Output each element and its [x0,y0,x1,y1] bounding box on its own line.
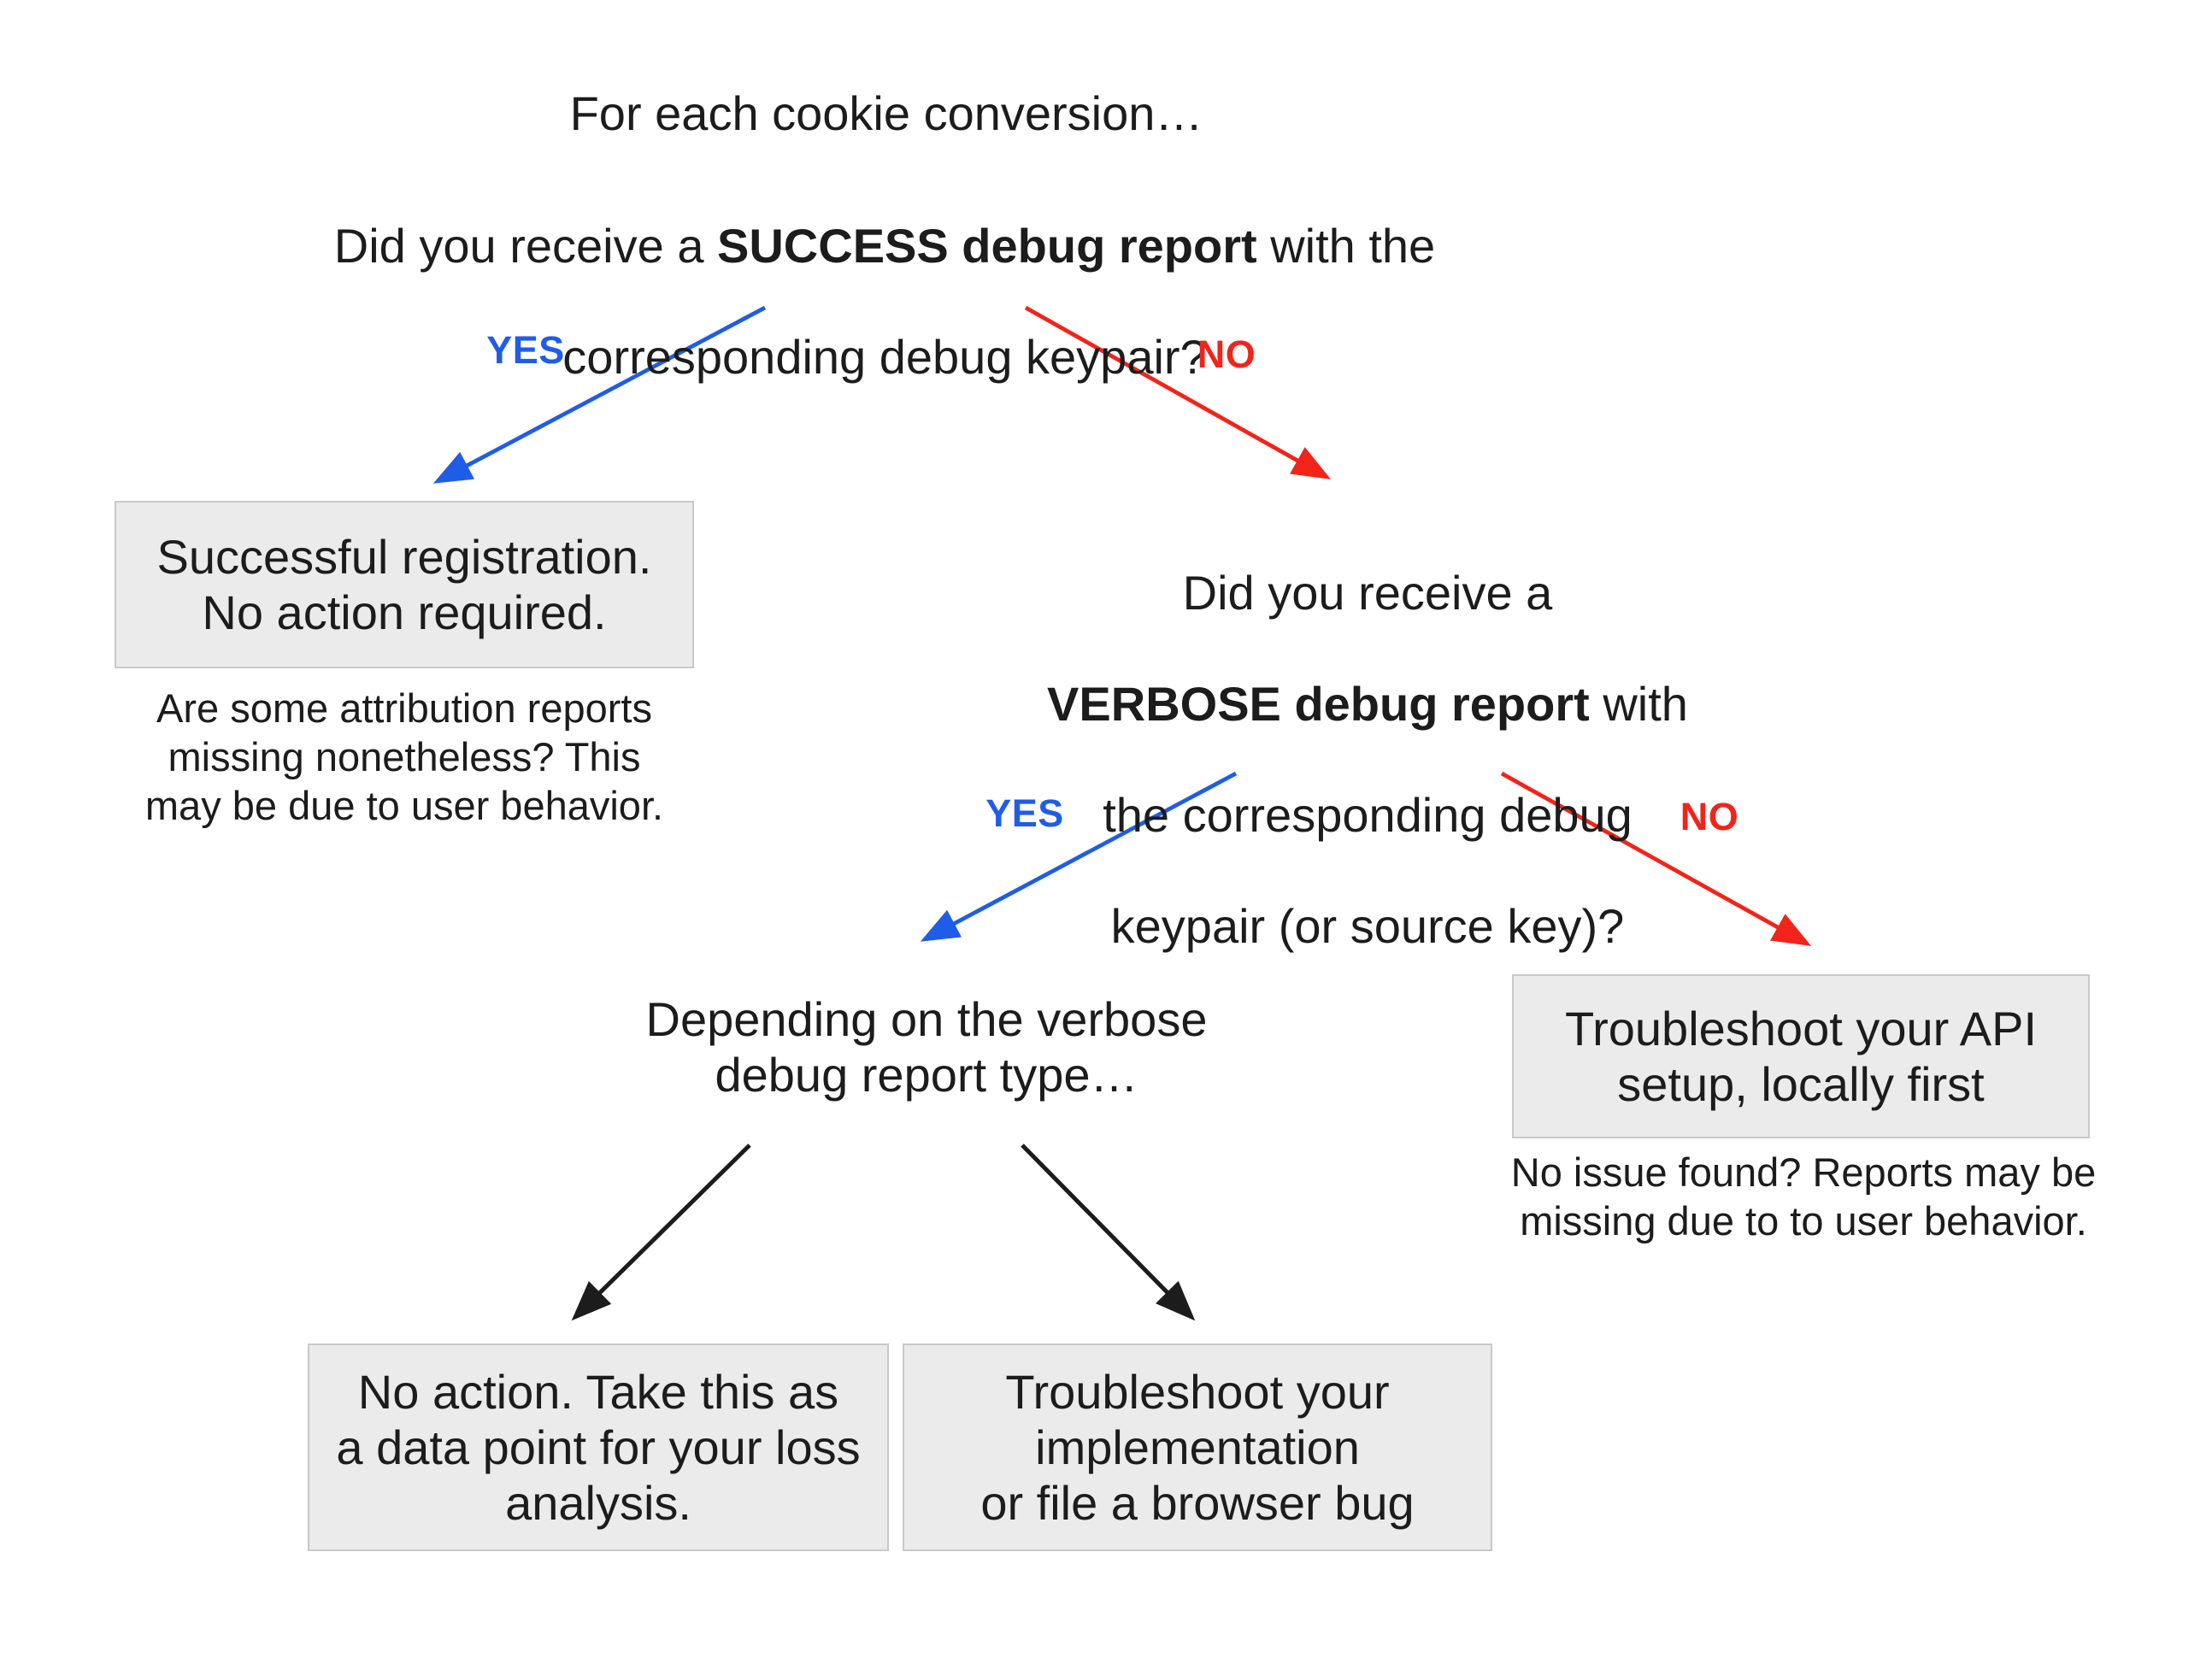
troubleshoot-implementation-box: Troubleshoot your implementation or file… [903,1343,1492,1551]
question-verbose-line1: Did you receive a [1182,566,1553,620]
no-action-box: No action. Take this as a data point for… [308,1343,889,1551]
verbose-type-arrow-right [1021,1144,1196,1321]
question-verbose-line4: keypair (or source key)? [1110,899,1625,953]
question-success-bold: SUCCESS debug report [717,219,1257,273]
question-verbose: Did you receive a VERBOSE debug report w… [1026,509,1709,954]
question-success: Did you receive a SUCCESS debug report w… [329,162,1440,385]
verbose-type-node: Depending on the verbose debug report ty… [645,992,1208,1102]
verbose-type-arrow-left [571,1144,751,1321]
api-note: No issue found? Reports may be missing d… [1510,1149,2097,1244]
question-verbose-line2-post: with [1589,677,1688,731]
yes-label-level2: YES [985,791,1064,835]
no-label-level2: NO [1680,795,1739,838]
no-label-level1: NO [1197,332,1256,376]
question-verbose-line3: the corresponding debug [1103,788,1633,842]
yes-label-level1: YES [486,328,565,372]
intro-text: For each cookie conversion… [569,86,1203,140]
question-success-post: with the [1256,219,1436,273]
success-registration-box: Successful registration. No action requi… [115,501,694,668]
question-success-pre: Did you receive a [333,219,718,273]
question-success-line2: corresponding debug keypair? [562,330,1207,384]
question-verbose-bold: VERBOSE debug report [1047,677,1590,731]
success-note: Are some attribution reports missing non… [144,685,664,828]
troubleshoot-api-box: Troubleshoot your API setup, locally fir… [1512,974,2090,1138]
